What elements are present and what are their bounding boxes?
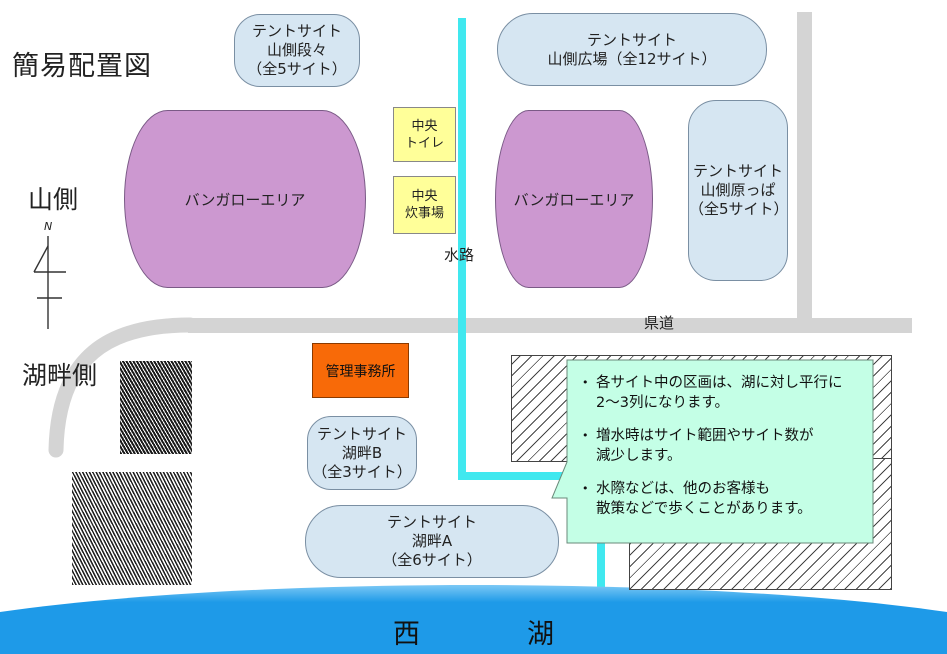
note-item-2-line2: 減少します。	[596, 448, 682, 464]
central-toilet: 中央 トイレ	[393, 107, 456, 162]
tent-site-yama-dandan-line3: （全5サイト）	[247, 60, 347, 78]
tent-site-yama-dandan: テントサイト 山側段々 （全5サイト）	[234, 14, 360, 87]
tent-site-kohan-a-line3: （全6サイト）	[382, 551, 482, 569]
tent-site-kohan-a: テントサイト 湖畔A （全6サイト）	[305, 505, 559, 578]
tent-site-yama-hiroba-line2: 山側広場（全12サイト）	[547, 49, 717, 68]
note-item-1-line2: 2〜3列になります。	[596, 395, 729, 411]
tent-site-kohan-a-line2: 湖畔A	[411, 532, 453, 550]
prefectural-road-label: 県道	[644, 314, 675, 332]
note-item-3-line2: 散策などで歩くことがあります。	[596, 501, 812, 517]
tent-site-kohan-a-line1: テントサイト	[386, 513, 477, 531]
water-channel	[458, 18, 466, 480]
zone-label-lakeside: 湖畔側	[22, 361, 98, 390]
water-channel-label: 水路	[444, 246, 475, 264]
tent-site-yama-harappa: テントサイト 山側原っぱ （全5サイト）	[688, 100, 789, 281]
central-kitchen-line2: 炊事場	[404, 206, 444, 221]
curved-road	[48, 317, 198, 458]
vertical-road	[797, 12, 812, 322]
note-item-3: 水際などは、他のお客様も 散策などで歩くことがあります。	[582, 479, 872, 519]
lakeside-hatched-area-2	[72, 472, 192, 585]
management-office: 管理事務所	[312, 343, 409, 398]
water-channel-branch	[458, 472, 608, 480]
tent-site-kohan-b-line3: （全3サイト）	[312, 462, 412, 481]
note-item-1: 各サイト中の区画は、湖に対し平行に 2〜3列になります。	[582, 373, 872, 413]
lake-name: 西 湖	[393, 619, 594, 650]
bungalow-area-left-label: バンガローエリア	[184, 190, 306, 209]
note-item-2-line1: 増水時はサイト範囲やサイト数が	[596, 428, 814, 444]
central-toilet-line1: 中央	[411, 118, 438, 134]
tent-site-yama-harappa-line1: テントサイト	[692, 162, 783, 180]
compass-arrow-icon	[33, 236, 66, 329]
tent-site-yama-dandan-line2: 山側段々	[266, 41, 327, 59]
note-item-1-line1: 各サイト中の区画は、湖に対し平行に	[596, 375, 843, 391]
tent-site-kohan-b: テントサイト 湖畔B （全3サイト）	[307, 416, 417, 490]
note-item-2: 増水時はサイト範囲やサイト数が 減少します。	[582, 426, 872, 466]
tent-site-yama-dandan-line1: テントサイト	[251, 22, 342, 40]
tent-site-yama-harappa-line2: 山側原っぱ	[700, 181, 776, 199]
tent-site-yama-hiroba: テントサイト 山側広場（全12サイト）	[497, 13, 767, 86]
bungalow-area-right: バンガローエリア	[495, 110, 653, 288]
page-title: 簡易配置図	[12, 51, 152, 82]
lakeside-hatched-area-1	[120, 361, 192, 454]
tent-site-kohan-b-line1: テントサイト	[316, 424, 407, 443]
lake-shape	[0, 585, 947, 654]
note-list: 各サイト中の区画は、湖に対し平行に 2〜3列になります。 増水時はサイト範囲やサ…	[582, 373, 872, 532]
compass-north-label: N	[44, 220, 53, 233]
bungalow-area-right-label: バンガローエリア	[513, 190, 635, 209]
tent-site-yama-hiroba-line1: テントサイト	[586, 30, 677, 49]
prefectural-road	[188, 318, 912, 333]
note-item-3-line1: 水際などは、他のお客様も	[596, 481, 770, 497]
tent-site-yama-harappa-line3: （全5サイト）	[689, 200, 789, 218]
bungalow-area-left: バンガローエリア	[124, 110, 366, 288]
central-kitchen: 中央 炊事場	[393, 176, 456, 234]
tent-site-kohan-b-line2: 湖畔B	[341, 443, 383, 462]
central-toilet-line2: トイレ	[404, 135, 444, 151]
central-kitchen-line1: 中央	[411, 189, 438, 204]
zone-label-mountain: 山側	[28, 185, 79, 214]
management-office-label: 管理事務所	[325, 363, 396, 380]
